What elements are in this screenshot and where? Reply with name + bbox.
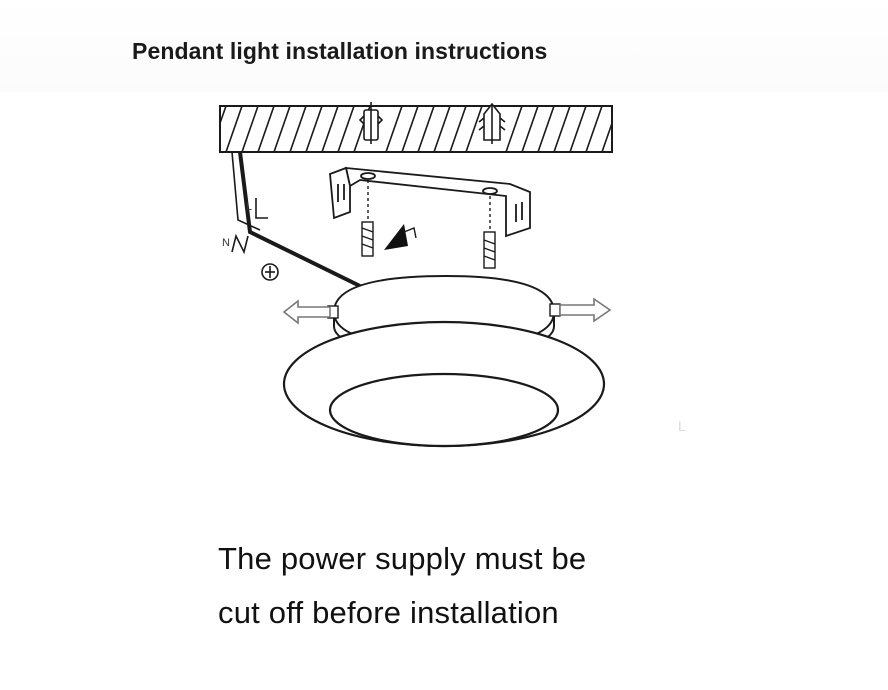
ceiling-anchor-right (478, 102, 506, 144)
power-wires (231, 151, 361, 288)
header-band (0, 0, 888, 92)
fixing-screw-right (483, 196, 496, 269)
neutral-wire-label: N (222, 237, 230, 249)
arrow-right-icon (559, 297, 612, 323)
ceiling (219, 105, 613, 153)
wire-terminal-labels (231, 198, 279, 281)
fixture-shade (282, 320, 606, 448)
twist-arrow-icon (384, 224, 417, 250)
page-title: Pendant light installation instructions (132, 38, 548, 64)
faint-watermark: L (678, 418, 686, 434)
fixing-screw-left (361, 180, 374, 257)
installation-diagram: L N (219, 102, 613, 448)
warning-line-1: The power supply must be (218, 541, 587, 576)
arrow-left-icon (282, 299, 331, 325)
safety-warning: The power supply must be cut off before … (218, 532, 778, 640)
warning-line-2: cut off before installation (218, 595, 559, 630)
ceiling-anchor-left (358, 102, 384, 144)
live-wire-label: L (246, 201, 252, 213)
mounting-bracket (329, 166, 531, 238)
